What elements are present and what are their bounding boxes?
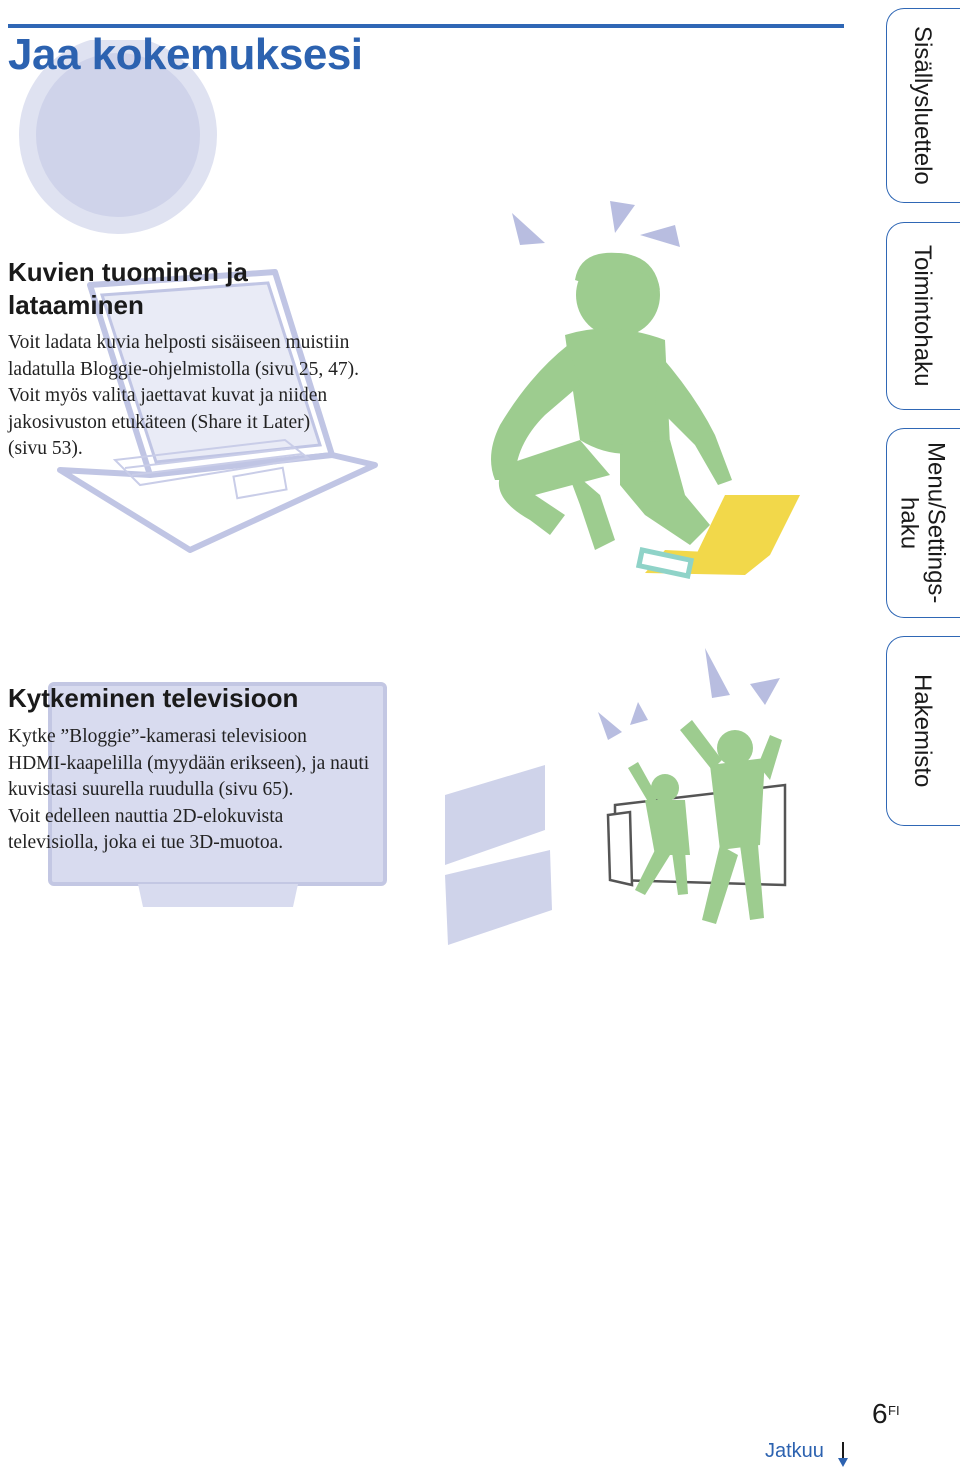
body-line: Kytke ”Bloggie”-kamerasi televisioon — [8, 726, 307, 747]
tv-illustration — [48, 682, 387, 907]
tab-label: Toimintohaku — [909, 245, 936, 387]
body-line: Voit myös valita jaettavat kuvat ja niid… — [8, 385, 328, 406]
body-line: ladatulla Bloggie-ohjelmistolla (sivu 25… — [8, 358, 359, 380]
person-with-laptop-illustration — [491, 201, 800, 579]
page-title: Jaa kokemuksesi — [8, 30, 363, 79]
body-line: HDMI-kaapelilla (myydään erikseen), ja n… — [8, 752, 370, 774]
tab-function-search[interactable]: Toimintohaku — [886, 222, 960, 410]
tab-contents[interactable]: Sisällysluettelo — [886, 8, 960, 203]
tab-label: Hakemisto — [909, 674, 936, 788]
section-body-import: Voit ladata kuvia helposti sisäiseen mui… — [8, 330, 359, 463]
page-number: 6 — [872, 1398, 888, 1429]
top-rule — [8, 24, 844, 28]
continue-link[interactable]: Jatkuu — [765, 1440, 824, 1462]
body-line: kuvistasi suurella ruudulla (sivu 65). — [8, 779, 294, 800]
page-language-suffix: FI — [888, 1403, 900, 1418]
body-line: Voit edelleen nauttia 2D-elokuvista — [8, 805, 284, 827]
tab-menu-settings-search[interactable]: Menu/Settings- haku — [886, 428, 960, 618]
body-line: televisiolla, joka ei tue 3D-muotoa. — [8, 832, 284, 853]
tab-label: Sisällysluettelo — [909, 26, 936, 185]
section-body-tv: Kytke ”Bloggie”-kamerasi televisioon HDM… — [8, 724, 369, 857]
body-line: (sivu 53). — [8, 438, 83, 459]
laptop-illustration — [57, 269, 378, 553]
arrow-down-icon[interactable] — [835, 1440, 851, 1468]
body-line: jakosivuston etukäteen (Share it Later) — [8, 411, 311, 433]
tab-label: Menu/Settings- haku — [896, 429, 950, 617]
section-heading-tv: Kytkeminen televisioon — [8, 683, 299, 713]
section-heading-import: Kuvien tuominen ja lataaminen — [8, 256, 248, 322]
people-watching-tv-illustration — [445, 648, 787, 945]
body-line: Voit ladata kuvia helposti sisäiseen mui… — [8, 332, 350, 353]
tab-label-line: haku — [895, 496, 923, 550]
heading-line: Kuvien tuominen ja — [8, 257, 248, 287]
heading-line: lataaminen — [8, 290, 144, 320]
tab-label-line: Menu/Settings- — [922, 442, 950, 604]
decorative-circle — [19, 40, 217, 234]
tab-index[interactable]: Hakemisto — [886, 636, 960, 826]
